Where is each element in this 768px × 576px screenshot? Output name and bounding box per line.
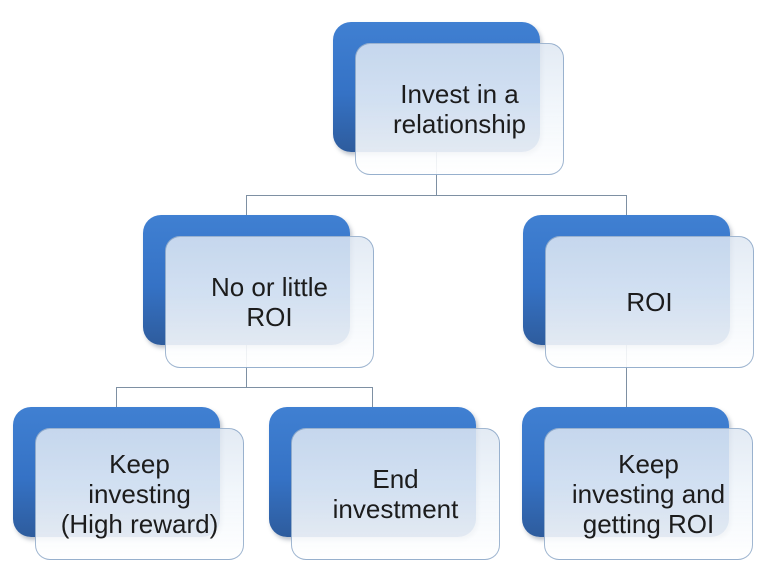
node-card: End investment bbox=[291, 428, 500, 560]
node-card: Keep investing and getting ROI bbox=[544, 428, 753, 560]
node-label: Invest in a relationship bbox=[393, 79, 526, 139]
node-label: End investment bbox=[332, 464, 459, 524]
node-label: ROI bbox=[626, 287, 673, 317]
node-label: Keep investing (High reward) bbox=[60, 449, 219, 539]
connector-level2-bar bbox=[116, 387, 373, 388]
connector-level1-left-drop bbox=[246, 195, 247, 217]
node-keep-investing-and-getting-roi: Keep investing and getting ROI bbox=[522, 407, 754, 561]
node-card: Keep investing (High reward) bbox=[35, 428, 244, 560]
node-end-investment: End investment bbox=[269, 407, 501, 561]
connector-roi-stem bbox=[626, 340, 627, 408]
connector-level2-right-drop bbox=[372, 387, 373, 409]
node-no-or-little-roi: No or little ROI bbox=[143, 215, 375, 369]
node-roi: ROI bbox=[523, 215, 755, 369]
node-card: No or little ROI bbox=[165, 236, 374, 368]
node-label: No or little ROI bbox=[210, 272, 329, 332]
node-card: Invest in a relationship bbox=[355, 43, 564, 175]
connector-level1-right-drop bbox=[626, 195, 627, 217]
node-label: Keep investing and getting ROI bbox=[571, 449, 726, 539]
node-card: ROI bbox=[545, 236, 754, 368]
connector-level2-left-drop bbox=[116, 387, 117, 409]
node-invest-in-a-relationship: Invest in a relationship bbox=[333, 22, 565, 176]
node-keep-investing-high-reward: Keep investing (High reward) bbox=[13, 407, 245, 561]
connector-level1-bar bbox=[246, 195, 627, 196]
